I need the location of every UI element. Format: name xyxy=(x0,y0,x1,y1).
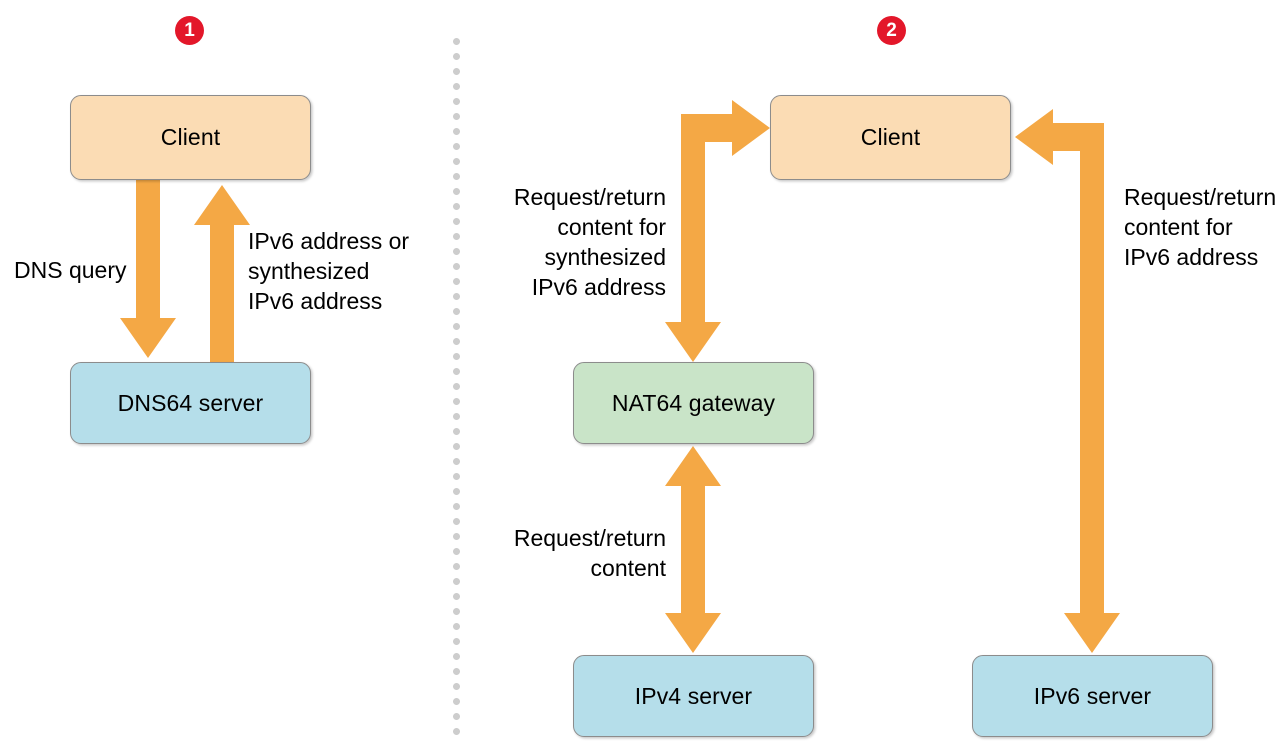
node-dns64-server-label: DNS64 server xyxy=(117,389,264,416)
arrow-dns64-to-client xyxy=(194,185,250,363)
node-dns64-server[interactable]: DNS64 server xyxy=(70,362,311,444)
node-ipv4-server[interactable]: IPv4 server xyxy=(573,655,814,737)
node-nat64-gateway-label: NAT64 gateway xyxy=(611,389,776,416)
node-client-right[interactable]: Client xyxy=(770,95,1011,180)
edge-label-ipv6-content: Request/return content for IPv6 address xyxy=(1124,184,1277,270)
node-client-left-label: Client xyxy=(160,124,221,151)
section-divider xyxy=(453,38,460,738)
node-ipv4-server-label: IPv4 server xyxy=(634,682,753,709)
node-ipv6-server[interactable]: IPv6 server xyxy=(972,655,1213,737)
node-client-right-label: Client xyxy=(860,124,921,151)
edge-label-synthesized-content: Request/return content for synthesized I… xyxy=(513,184,666,300)
step-badge-1: 1 xyxy=(175,16,204,45)
node-ipv6-server-label: IPv6 server xyxy=(1033,682,1152,709)
arrow-client-to-dns64 xyxy=(120,180,176,358)
node-nat64-gateway[interactable]: NAT64 gateway xyxy=(573,362,814,444)
edge-label-dns-query: DNS query xyxy=(14,257,127,283)
node-client-left[interactable]: Client xyxy=(70,95,311,180)
arrow-nat64-to-client-elbow xyxy=(665,100,770,362)
edge-label-request-return-content: Request/return content xyxy=(513,525,666,581)
step-badge-2: 2 xyxy=(877,16,906,45)
arrow-client-to-ipv6-elbow xyxy=(1015,109,1120,653)
edge-label-ipv6-or-synthesized: IPv6 address or synthesized IPv6 address xyxy=(248,228,410,314)
arrow-nat64-to-ipv4 xyxy=(665,446,721,653)
